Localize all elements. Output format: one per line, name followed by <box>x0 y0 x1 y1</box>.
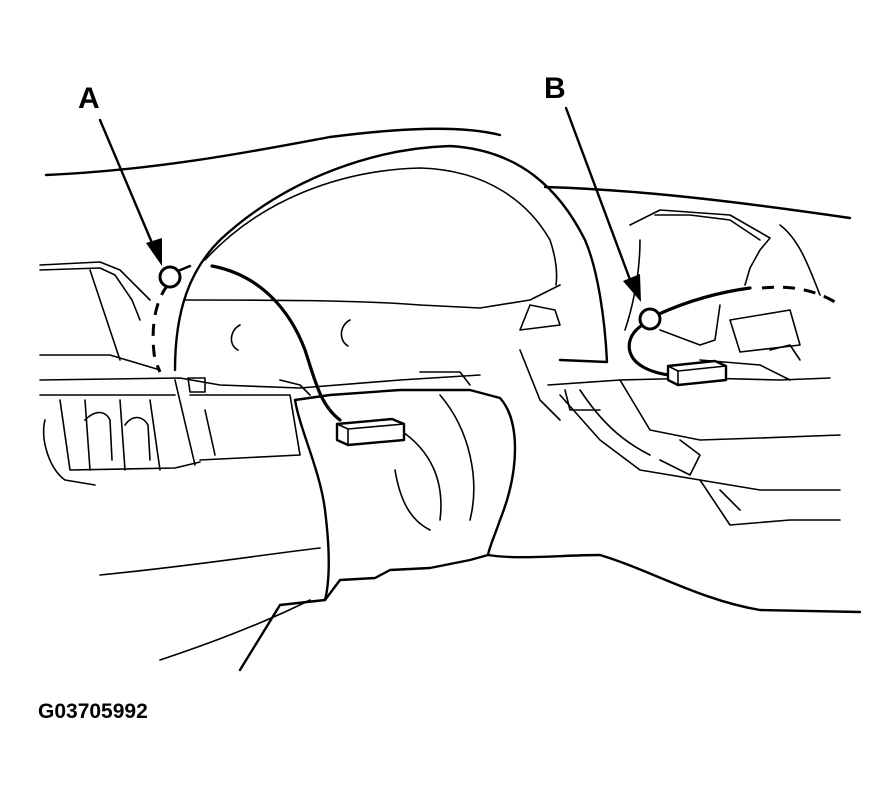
left-dash-panel <box>39 261 481 661</box>
leader-a <box>98 118 162 266</box>
instrument-hood <box>173 144 609 372</box>
leader-b <box>564 106 641 302</box>
harness-a <box>210 264 342 422</box>
callout-label-b: B <box>544 72 566 105</box>
callout-label-a: A <box>78 82 100 115</box>
hidden-harness-lines <box>151 284 836 373</box>
dashboard-top-edge <box>44 127 852 220</box>
sensor-a-icon <box>158 264 192 289</box>
sensor-b-icon <box>638 307 662 331</box>
connector-b-icon <box>666 359 728 387</box>
figure-id: G03705992 <box>38 700 148 723</box>
right-dash-panel <box>519 209 841 526</box>
harness-b <box>627 286 752 377</box>
connector-a-icon <box>335 417 406 447</box>
steering-column <box>238 371 862 672</box>
